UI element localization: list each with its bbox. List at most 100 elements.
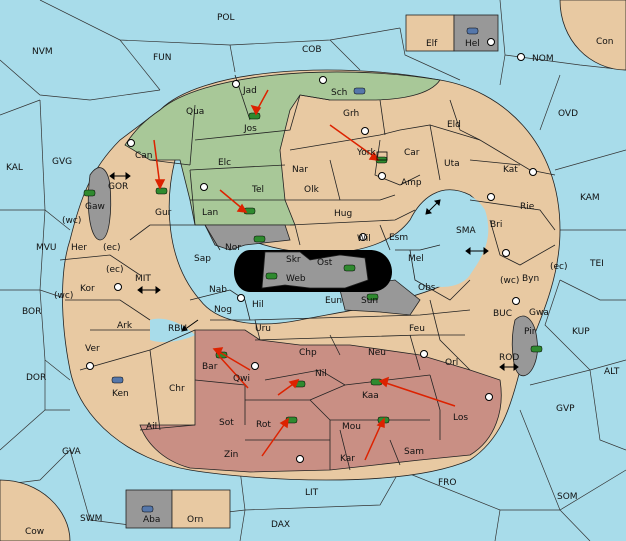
label-cob: COB (302, 45, 322, 55)
label-tei: TEI (589, 259, 604, 269)
label-york: York (356, 148, 377, 158)
label-kam: KAM (580, 193, 600, 203)
label-gvp: GVP (556, 404, 575, 414)
label-alt: ALT (604, 367, 620, 377)
label-gaw: Gaw (85, 202, 105, 212)
label-kal: KAL (6, 163, 23, 173)
adjacency-arrows (109, 172, 519, 371)
label-dax: DAX (271, 520, 290, 530)
label-can: Can (135, 151, 153, 161)
label-coast-wc: (wc) (500, 276, 519, 286)
label-cow: Cow (25, 527, 44, 537)
label-esm: Esm (389, 233, 408, 243)
label-kor: Kor (80, 284, 95, 294)
label-mel: Mel (408, 254, 424, 264)
label-bar: Bar (202, 362, 218, 372)
label-nab: Nab (209, 285, 227, 295)
army-unit-icon (265, 272, 278, 280)
label-orn: Orn (187, 515, 203, 525)
label-neu: Neu (368, 348, 386, 358)
label-rod: ROD (499, 353, 519, 363)
army-unit-icon (155, 187, 168, 195)
label-lan: Lan (202, 208, 218, 218)
label-nog: Nog (214, 305, 232, 315)
label-sma: SMA (456, 226, 476, 236)
label-coast-ec: (ec) (103, 243, 121, 253)
label-hel: Hel (465, 39, 480, 49)
label-buc: BUC (493, 309, 512, 319)
label-gwa: Gwa (529, 308, 549, 318)
region-nor[interactable] (204, 224, 291, 251)
label-sam: Sam (404, 447, 424, 457)
army-unit-icon (248, 112, 261, 120)
label-hug: Hug (334, 209, 352, 219)
label-ost: Ost (317, 258, 333, 268)
label-ail: Ail (146, 422, 157, 432)
label-gva: GVA (62, 447, 82, 457)
label-nvm: NVM (32, 47, 53, 57)
label-car: Car (404, 148, 420, 158)
region-gaw[interactable] (87, 167, 112, 241)
label-hil: Hil (252, 300, 264, 310)
region-web-ost[interactable] (261, 251, 369, 289)
label-uta: Uta (444, 159, 460, 169)
label-rot: Rot (256, 420, 271, 430)
label-wil: Wil (357, 234, 371, 244)
supply-centers (86, 38, 537, 463)
label-kup: KUP (572, 327, 590, 337)
label-kaa: Kaa (362, 391, 379, 401)
label-bor: BOR (22, 307, 41, 317)
label-ken: Ken (112, 389, 129, 399)
label-sun: Sun (361, 296, 378, 306)
land-borders (59, 74, 556, 471)
label-coast-wc: (wc) (54, 291, 73, 301)
label-mit: MIT (135, 274, 151, 284)
label-rie: Rie (520, 202, 535, 212)
army-unit-icon (83, 189, 96, 197)
label-fun: FUN (153, 53, 172, 63)
sea-rbu-inlet (150, 318, 195, 343)
label-qua: Qua (186, 107, 204, 117)
label-gur: Gur (155, 208, 172, 218)
label-coast-wc: (wc) (62, 216, 81, 226)
label-bri: Bri (490, 220, 502, 230)
region-elf[interactable] (405, 14, 455, 52)
label-web: Web (286, 274, 306, 284)
label-jad: Jad (242, 86, 257, 96)
label-con: Con (596, 37, 614, 47)
region-orn[interactable] (171, 489, 231, 529)
label-fro: FRO (438, 478, 457, 488)
label-ovd: OVD (558, 109, 578, 119)
label-byn: Byn (522, 274, 539, 284)
label-eun: Eun (325, 296, 342, 306)
sea-sma-inlet (420, 193, 489, 287)
label-her: Her (71, 243, 87, 253)
region-pir[interactable] (511, 315, 538, 377)
label-amp: Amp (401, 178, 422, 188)
label-dor: DOR (26, 373, 46, 383)
label-zin: Zin (224, 450, 238, 460)
label-ark: Ark (117, 321, 133, 331)
label-nil: Nil (315, 369, 327, 379)
label-gor: GOR (108, 182, 128, 192)
label-gvg: GVG (52, 157, 72, 167)
region-labels: POL NVM FUN COB NOM Con OVD KAL GVG KAM … (6, 13, 620, 537)
army-unit-icon (366, 293, 379, 301)
label-elf: Elf (426, 39, 438, 49)
label-jos: Jos (243, 124, 257, 134)
label-nom: NOM (532, 54, 554, 64)
label-aba: Aba (143, 515, 160, 525)
label-qwi: Qwi (233, 374, 250, 384)
label-olk: Olk (304, 185, 320, 195)
label-nor: Nor (225, 243, 241, 253)
label-som: SOM (557, 492, 578, 502)
label-tel: Tel (251, 185, 264, 195)
label-los: Los (453, 413, 468, 423)
label-mou: Mou (342, 422, 361, 432)
label-feu: Feu (409, 324, 425, 334)
label-lit: LIT (305, 488, 319, 498)
label-coast-ec: (ec) (550, 262, 568, 272)
label-eld: Eld (447, 120, 461, 130)
